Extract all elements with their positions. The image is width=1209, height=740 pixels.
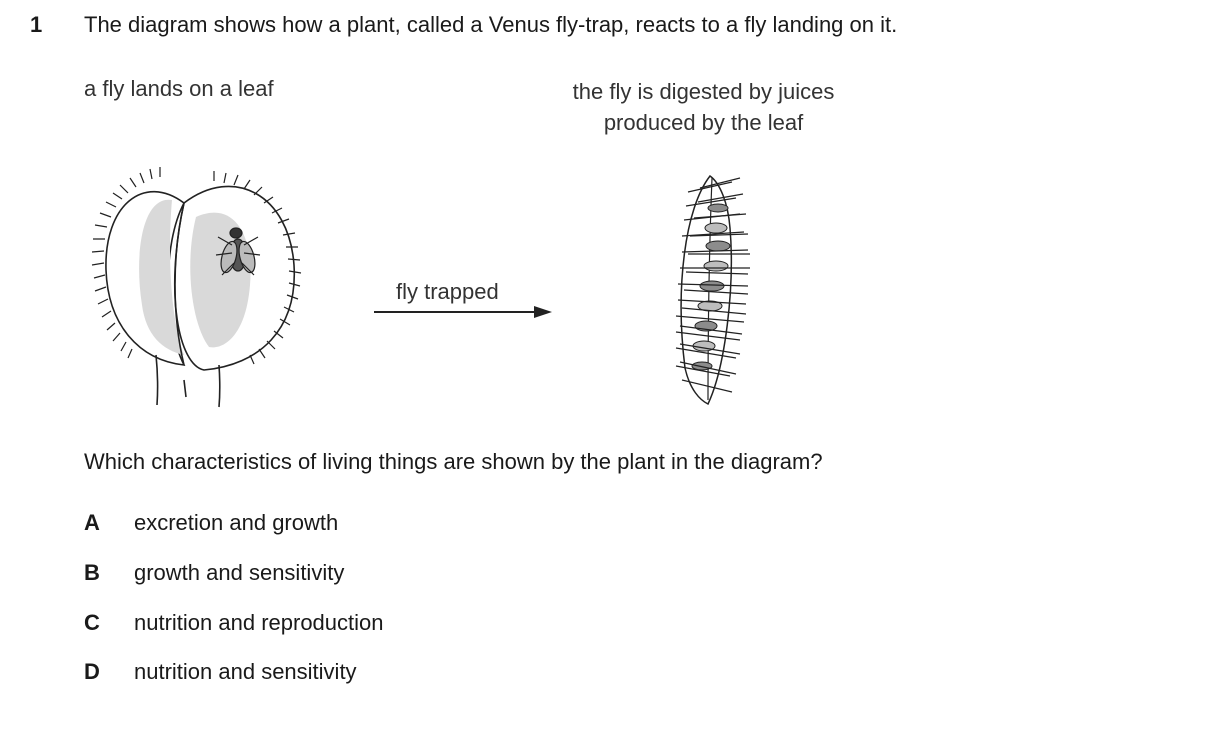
- closed-flytrap-illustration: [675, 174, 750, 406]
- option-a-text: excretion and growth: [134, 510, 339, 535]
- option-b-letter: B: [84, 560, 100, 585]
- trapped-arrow-icon: [374, 306, 552, 318]
- arrow-label: fly trapped: [396, 279, 499, 304]
- open-flytrap-illustration: [91, 167, 302, 408]
- option-b-text: growth and sensitivity: [134, 560, 345, 585]
- option-a-letter: A: [84, 510, 100, 535]
- right-caption-line-2: produced by the leaf: [603, 110, 804, 135]
- right-diagram-caption: the fly is digested by juices produced b…: [540, 76, 867, 138]
- option-c-text: nutrition and reproduction: [134, 610, 384, 635]
- option-c-letter: C: [84, 610, 100, 635]
- fly-icon: [215, 227, 261, 276]
- question-prompt: Which characteristics of living things a…: [84, 449, 823, 474]
- question-number: 1: [30, 12, 43, 37]
- right-caption-line-1: the fly is digested by juices: [572, 79, 835, 104]
- option-d-text: nutrition and sensitivity: [134, 659, 357, 684]
- left-diagram-caption: a fly lands on a leaf: [84, 76, 274, 101]
- question-stem: The diagram shows how a plant, called a …: [84, 12, 898, 37]
- option-d-letter: D: [84, 659, 100, 684]
